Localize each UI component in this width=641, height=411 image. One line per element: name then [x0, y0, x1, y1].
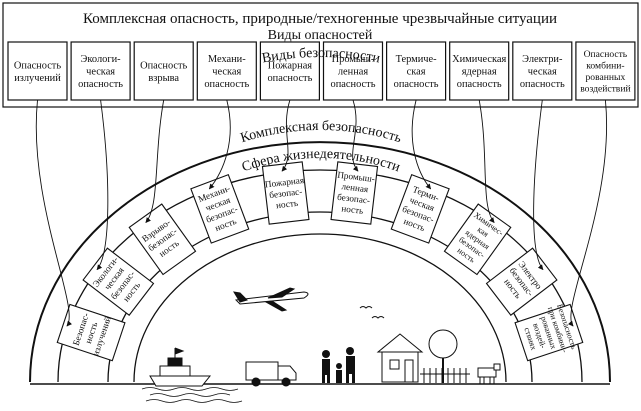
connector-arrow	[35, 99, 73, 327]
safety-box-line: безопас-	[269, 186, 303, 200]
hazard-box-line: Промыш-	[332, 54, 375, 65]
safety-box-frame	[330, 161, 379, 225]
people-icon	[322, 347, 355, 383]
hazard-box-line: опасность	[457, 79, 502, 90]
safety-box-line: ность	[341, 203, 364, 216]
ship-icon	[149, 347, 212, 387]
hazard-box-line: ческая	[212, 67, 241, 78]
hazard-box-line: Опасность	[584, 49, 628, 60]
hazard-box-frame	[512, 41, 573, 101]
safety-box: Взрыво-безопас-ность	[128, 203, 197, 276]
safety-box-line: ность	[275, 198, 298, 211]
hazard-box: Опасность излучений	[7, 41, 68, 101]
hazard-box-line: опасность	[520, 79, 565, 90]
hazard-box-line: Термиче-	[396, 54, 438, 65]
safety-types-label: Виды безопасности	[261, 46, 382, 67]
diagram-subtitle: Виды опасностей	[268, 28, 373, 43]
hazard-box-line: опасность	[331, 79, 376, 90]
hazard-box-line: рованных	[586, 72, 626, 83]
airplane-icon	[233, 287, 309, 312]
connector-arrow	[478, 99, 495, 224]
hazard-box-line: комбини-	[586, 61, 624, 72]
truck-icon	[245, 361, 297, 387]
safety-boxes: Безопас-ностьизлученийЭкологи-ческаябезо…	[56, 161, 584, 362]
safety-box-frame	[56, 303, 126, 362]
connector-arrow	[96, 99, 109, 271]
hazard-box-line: опасность	[78, 79, 123, 90]
cow-icon	[477, 363, 501, 384]
connector-arrow	[208, 99, 231, 190]
hazard-box-line: ческая	[86, 67, 115, 78]
hazard-box-line: Экологи-	[81, 54, 122, 65]
hazard-box-line: взрыва	[148, 73, 179, 84]
outer-arc	[29, 141, 611, 383]
connector-arrow	[533, 99, 544, 271]
water	[141, 387, 243, 403]
hazard-box-line: воздействий	[580, 84, 630, 95]
hazard-box-line: Пожарная	[268, 60, 313, 71]
connector-arrows	[35, 99, 607, 327]
safety-box-frame	[190, 174, 250, 244]
hazard-box-line: опасность	[204, 79, 249, 90]
safety-box-frame	[261, 161, 310, 225]
hazard-box-line: ческая	[528, 67, 557, 78]
hazard-box-frame	[575, 41, 636, 101]
hazard-box-line: Химическая	[452, 54, 506, 65]
hazard-box-line: ленная	[338, 67, 369, 78]
connector-arrow	[281, 99, 291, 172]
hazard-box-line: Опасность	[14, 60, 61, 71]
safety-box-frame	[514, 303, 584, 362]
hazard-boxes: ОпасностьизлученийЭкологи-ческаяопасност…	[7, 41, 636, 101]
hazard-box-line: ская	[407, 67, 426, 78]
hazard-box-line: излучений	[14, 73, 61, 84]
safety-box-line: безопас-	[337, 192, 371, 206]
connector-arrow	[411, 99, 432, 190]
connector-arrow	[145, 99, 165, 224]
safety-box-line: ленная	[341, 181, 370, 194]
hazard-box-line: опасность	[394, 79, 439, 90]
diagram-title: Комплексная опасность, природные/техноге…	[83, 11, 557, 27]
safety-box-line: Промыш-	[337, 170, 376, 184]
tree-icon	[428, 329, 458, 383]
hazard-box-frame	[133, 41, 194, 101]
hazard-box-frame	[449, 41, 510, 101]
hazard-box-line: ядерная	[462, 67, 497, 78]
house-icon	[376, 333, 424, 383]
hazard-box-frame	[322, 41, 384, 101]
header-frame	[2, 2, 639, 108]
fence-icon	[420, 368, 470, 383]
hazard-box-line: Механи-	[208, 54, 246, 65]
hazard-box-frame	[70, 41, 131, 101]
hazard-box-line: Электри-	[522, 54, 563, 65]
birds-icon	[359, 306, 385, 319]
hazard-box-line: опасность	[267, 73, 312, 84]
hazard-box: Опасность взрыва	[133, 41, 194, 101]
connector-arrow	[567, 99, 607, 327]
connector-arrow	[352, 99, 359, 172]
safety-box-line: Пожарная	[264, 175, 305, 190]
safety-box-frame	[390, 174, 450, 244]
hazard-box-line: Опасность	[140, 60, 187, 71]
life-arc	[133, 233, 507, 383]
hazard-box-frame	[196, 41, 257, 101]
hazard-box: Пожарная опасность	[259, 41, 320, 101]
